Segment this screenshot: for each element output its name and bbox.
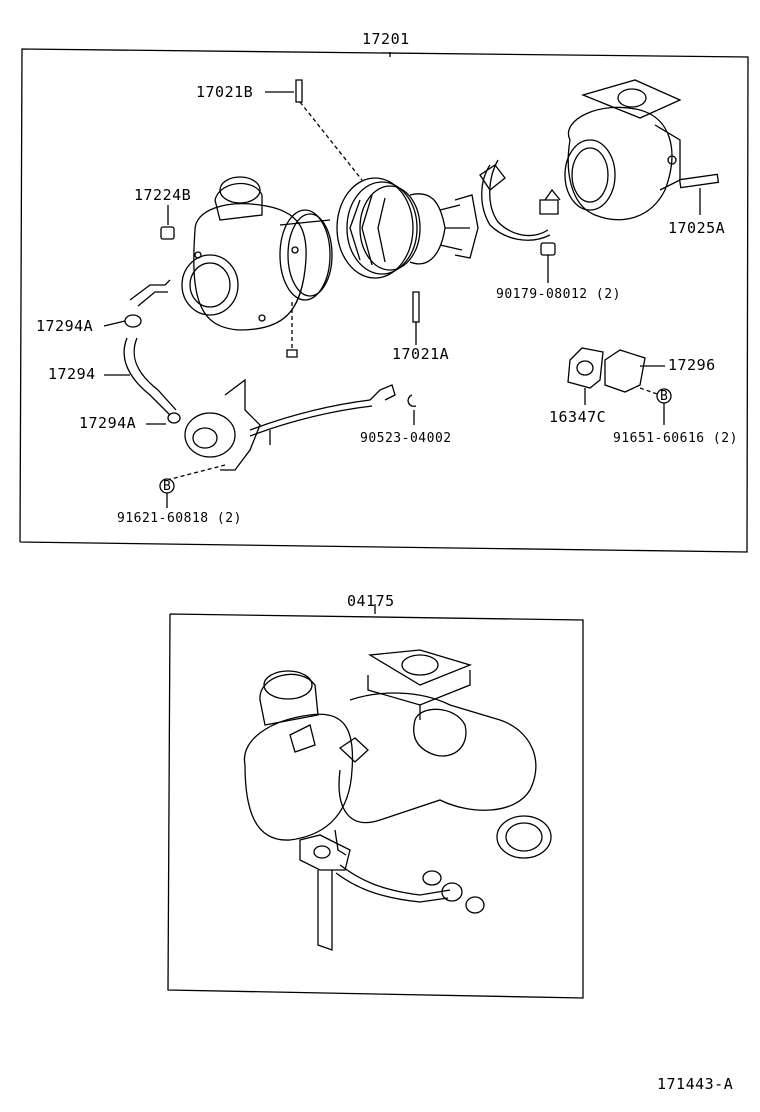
snap-ring [280, 210, 332, 300]
gasket-17296 [605, 350, 665, 392]
gasket-16347C [568, 348, 603, 405]
assembly-number-top: 17201 [362, 30, 410, 48]
part-label-16347C: 16347C [549, 408, 607, 426]
wastegate-actuator [185, 380, 395, 470]
center-cartridge [337, 178, 478, 278]
part-label-17021B: 17021B [196, 83, 254, 101]
stud-17021B [265, 80, 362, 180]
part-label-91621: 91621-60818 (2) [117, 511, 242, 526]
part-label-17294: 17294 [48, 365, 96, 383]
nut-90179 [541, 243, 555, 283]
clip-90523 [408, 395, 416, 425]
turbine-housing [565, 80, 680, 220]
part-label-17294A-lower: 17294A [79, 414, 137, 432]
assembled-turbocharger [244, 650, 551, 950]
bolt-marker-letter-1: B [163, 479, 172, 494]
top-assembly-frame [20, 49, 748, 552]
figure-code: 171443-A [657, 1075, 734, 1093]
part-label-90179: 90179-08012 (2) [496, 287, 621, 302]
pin [287, 302, 297, 357]
v-band-clamp [480, 160, 560, 240]
stud-17025A [680, 174, 719, 215]
hose-fitting [104, 280, 180, 424]
part-label-91651: 91651-60616 (2) [613, 431, 738, 446]
assembly-number-bottom: 04175 [347, 592, 395, 610]
part-label-17025A: 17025A [668, 219, 726, 237]
nut-17224B [161, 205, 174, 239]
part-label-17021A: 17021A [392, 345, 450, 363]
bottom-assembly-frame [168, 604, 583, 998]
part-label-90523: 90523-04002 [360, 431, 452, 446]
bolt-marker-letter-2: B [660, 389, 669, 404]
part-label-17294A-upper: 17294A [36, 317, 94, 335]
compressor-housing [182, 177, 306, 330]
part-label-17296: 17296 [668, 356, 716, 374]
part-label-17224B: 17224B [134, 186, 192, 204]
stud-17021A [413, 292, 419, 345]
